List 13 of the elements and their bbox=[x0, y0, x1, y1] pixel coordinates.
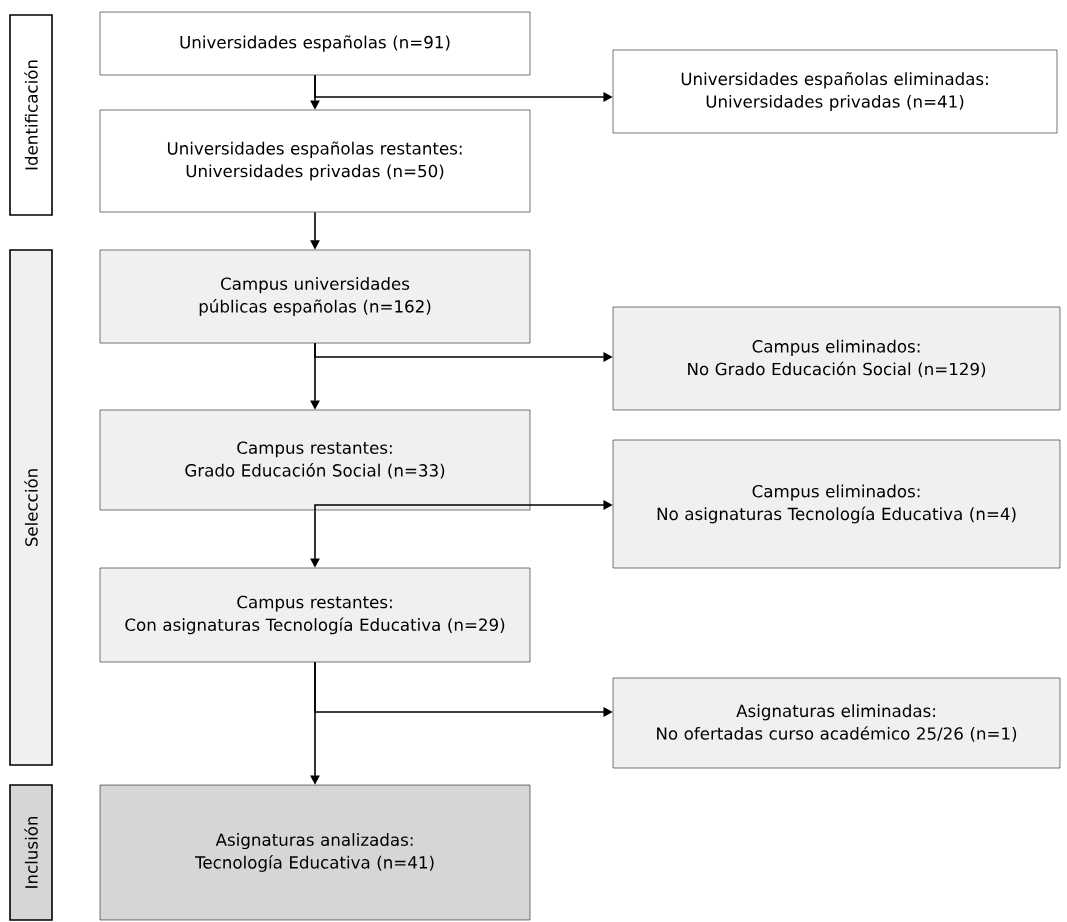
process-box: Campus restantes: Con asignaturas Tecnología Educativa (n=29) bbox=[99, 567, 531, 663]
process-box: Universidades españolas (n=91) bbox=[99, 11, 531, 76]
process-box: Campus universidades públicas españolas (n=162) bbox=[99, 249, 531, 344]
process-box: Campus restantes: Grado Educación Social (n=33) bbox=[99, 409, 531, 511]
process-box: Universidades españolas restantes: Universidades privadas (n=50) bbox=[99, 109, 531, 213]
process-box: Asignaturas analizadas: Tecnología Educativa (n=41) bbox=[99, 784, 531, 921]
stage-band: Identificación bbox=[9, 14, 53, 216]
stage-band: Inclusión bbox=[9, 784, 53, 921]
process-box: Asignaturas eliminadas: No ofertadas curso académico 25/26 (n=1) bbox=[612, 677, 1061, 769]
process-box: Campus eliminados: No Grado Educación Social (n=129) bbox=[612, 306, 1061, 411]
process-box: Campus eliminados: No asignaturas Tecnología Educativa (n=4) bbox=[612, 439, 1061, 569]
stage-band: Selección bbox=[9, 249, 53, 766]
process-box: Universidades españolas eliminadas: Universidades privadas (n=41) bbox=[612, 49, 1058, 134]
